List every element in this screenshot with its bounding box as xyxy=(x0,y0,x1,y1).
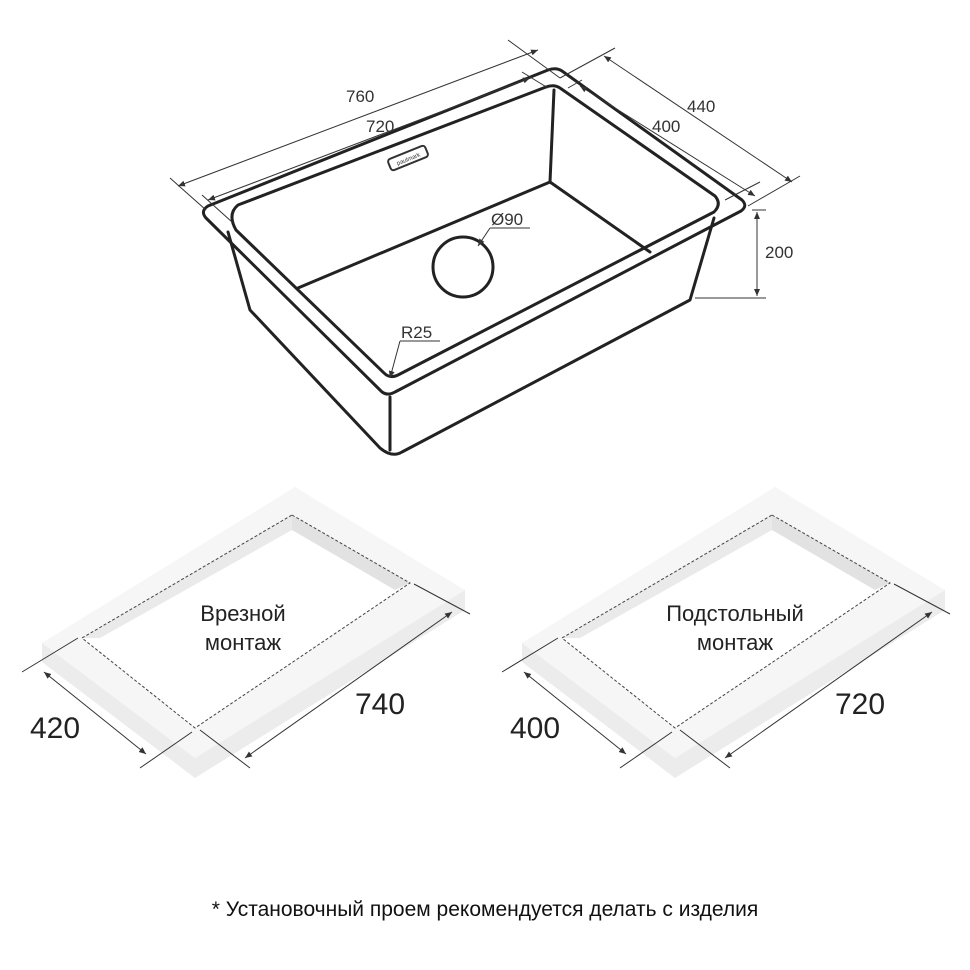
dim-line-720 xyxy=(207,77,531,201)
corner-radius-label: R25 xyxy=(401,323,432,342)
mounting-length-label: 740 xyxy=(355,688,405,721)
countertop-undermount-mounting: Подстольный монтаж 400 720 xyxy=(501,487,951,778)
countertop-inset-mounting: Врезной монтаж 420 740 xyxy=(21,487,471,778)
mounting-width-label: 420 xyxy=(30,712,80,745)
dim-400-label: 400 xyxy=(652,117,680,136)
mounting-title-line2: монтаж xyxy=(697,630,774,655)
dim-760-label: 760 xyxy=(346,87,374,106)
logo-plate: paulmark xyxy=(387,144,429,172)
mounting-title-line2: монтаж xyxy=(205,630,282,655)
mounting-length-label: 720 xyxy=(835,688,885,721)
footnote: * Установочный проем рекомендуется делат… xyxy=(211,898,759,921)
dim-720-label: 720 xyxy=(366,117,394,136)
mounting-title-line1: Подстольный xyxy=(666,601,804,626)
dim-line-760 xyxy=(177,49,539,187)
mounting-width-label: 400 xyxy=(510,712,560,745)
dim-200-label: 200 xyxy=(765,243,793,262)
dim-line-400 xyxy=(579,85,756,197)
dim-440-label: 440 xyxy=(687,97,715,116)
mounting-title-line1: Врезной xyxy=(200,601,285,626)
drain-diameter-label: Ø90 xyxy=(491,210,523,229)
